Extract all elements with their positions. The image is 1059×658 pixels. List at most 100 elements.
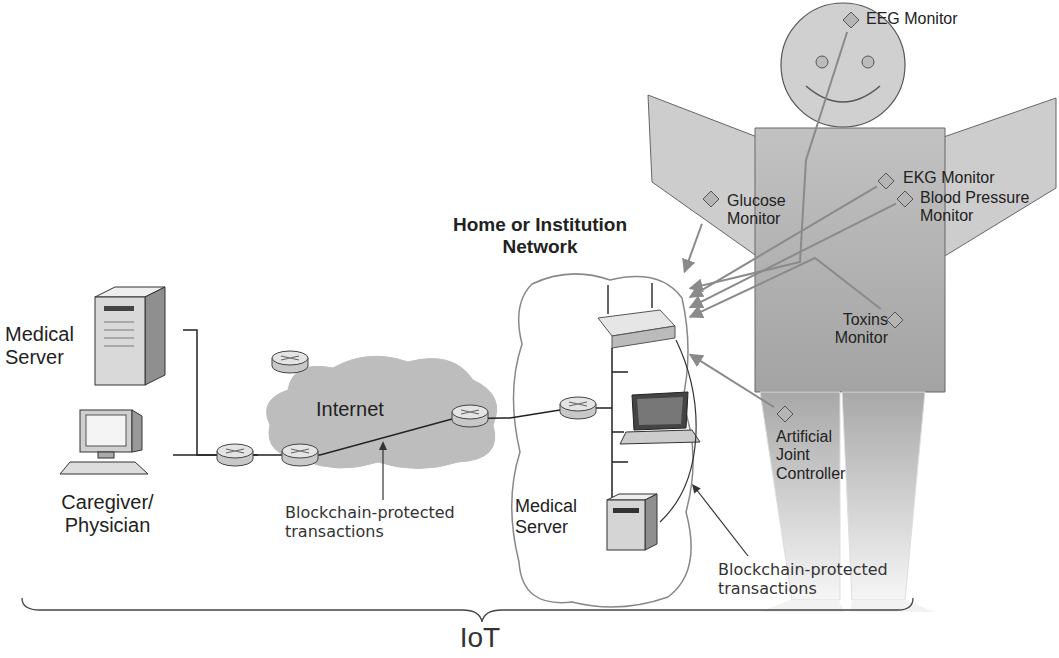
sensor-diamond [703,191,719,207]
node-label: Artificial Joint Controller [776,428,845,483]
connector [183,330,258,455]
node-label: Toxins Monitor [814,311,888,348]
leader-line [696,489,748,556]
node-label: EEG Monitor [866,10,958,28]
annotation-label: Blockchain-protected transactions [718,560,918,598]
icon [843,12,859,28]
figure-caption-label: IoT [430,624,530,652]
sensor-diamond [897,191,913,207]
icon [777,406,793,422]
router-top [217,444,253,458]
leader-line [382,448,383,500]
router-arrows [281,356,299,360]
router-arrows [226,449,244,453]
eye [862,56,874,68]
server-node: Medical Server [5,283,183,391]
router-symbol [452,405,488,427]
router-top [282,444,318,458]
workstation-node: Caregiver/ Physician [45,405,173,550]
lan-bus [612,348,628,498]
internet-cloud: Internet [258,350,503,472]
antenna [607,285,609,314]
server-front [607,500,645,550]
smile [806,86,880,102]
router-arrows [291,449,309,453]
iot-brace [22,598,913,622]
node-label: Medical Server [5,323,74,369]
sensor-node: EEG Monitor [842,8,984,32]
antenna [651,283,653,308]
node-outline [510,272,690,607]
laptop-screen [632,392,688,430]
sensor-diamond [777,406,793,422]
network-cloud: Home or Institution NetworkMedical Serve… [510,272,690,607]
node-label: Internet [316,398,384,421]
server-vent [104,330,134,331]
connector [690,186,877,297]
icon [510,283,748,556]
router-symbol [217,444,253,466]
node-label: Caregiver/ Physician [45,491,170,537]
leader-arrowhead [692,484,701,494]
connector [503,417,510,419]
router-symbol [272,351,308,373]
connector [690,204,896,308]
node-label: EKG Monitor [903,169,995,187]
sensor-node: Blood Pressure Monitor [896,189,1046,231]
server-node: Medical Server [515,494,660,554]
sensor-diamond [887,312,903,328]
sensor-diamond [843,12,859,28]
internet-cloud-shape [267,356,497,468]
secure-link [660,340,696,522]
icon [897,191,913,207]
monitor-body [80,410,132,452]
node-label: Glucose Monitor [727,192,786,229]
server-vent [104,346,134,347]
node-label: Medical Server [515,496,577,537]
sensor-node: EKG Monitor [877,166,1012,190]
laptop-base [620,430,700,444]
icon [887,312,903,328]
connector [684,224,702,272]
connector [690,354,774,407]
server-side [645,494,657,550]
controller-node: Artificial Joint Controller [774,404,872,496]
server-vent [104,338,134,339]
node-label: Home or Institution Network [420,214,660,258]
connector [690,258,881,317]
keyboard [60,462,148,474]
server-front [95,297,145,385]
icon [607,494,657,550]
icon-local [267,356,497,468]
icon [95,287,165,385]
router-arrows [569,402,587,406]
laptop-display [637,397,683,425]
monitor-screen [86,415,126,446]
router-top [272,351,308,365]
icon [217,351,503,500]
annotation-label: Blockchain-protected transactions [285,503,485,541]
left-arm [648,95,765,262]
monitor-stand [98,452,114,458]
router-arrows [461,410,479,414]
icon [878,173,894,189]
access-point-front [612,326,675,348]
icon [703,191,719,207]
router-top [560,397,596,411]
server-vent [104,322,134,323]
server-drive [104,306,134,311]
router-symbol [282,444,318,466]
leader-arrowhead [379,441,387,450]
server-drive [613,508,639,513]
icon [60,410,148,474]
monitor-side [132,410,142,452]
router-symbol [560,397,596,419]
sensor-node: Toxins Monitor [812,309,908,353]
node-label: Blood Pressure Monitor [920,189,1038,226]
router-top [452,405,488,419]
server-side [145,287,165,385]
sensor-node: Glucose Monitor [702,190,797,234]
sensor-diamond [878,173,894,189]
eye [816,56,828,68]
